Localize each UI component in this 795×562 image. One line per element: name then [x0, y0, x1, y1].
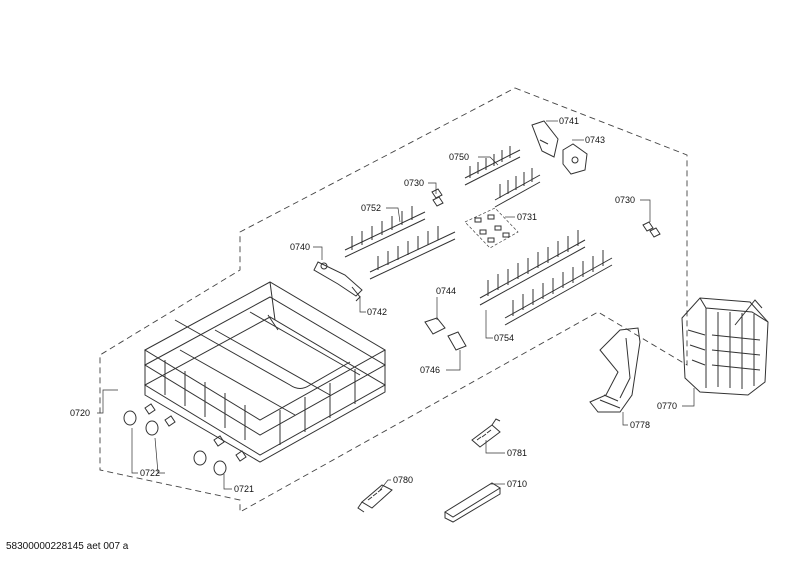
label-0721: 0721: [234, 484, 254, 494]
cutlery-basket-0770: [681, 297, 769, 396]
label-0781: 0781: [507, 448, 527, 458]
lower-basket: [143, 281, 387, 463]
clip-0730-right: [642, 221, 661, 238]
label-0730-right: 0730: [615, 195, 635, 205]
label-0770: 0770: [657, 401, 677, 411]
label-0746: 0746: [420, 365, 440, 375]
bracket-0740: [313, 261, 363, 302]
basket-wheels: [123, 403, 247, 476]
label-0743: 0743: [585, 135, 605, 145]
holder-0778: [589, 327, 641, 413]
clip-0744: [424, 317, 446, 335]
part-0781: [471, 418, 501, 448]
label-0742: 0742: [367, 307, 387, 317]
clip-0730-left: [431, 188, 444, 207]
clip-set-0731: [464, 207, 519, 249]
leader-lines: [97, 120, 695, 491]
label-0754: 0754: [494, 333, 514, 343]
label-0710: 0710: [507, 479, 527, 489]
part-0710: [444, 482, 501, 523]
label-0730-left: 0730: [404, 178, 424, 188]
label-0731: 0731: [517, 212, 537, 222]
label-0778: 0778: [630, 420, 650, 430]
tine-row-0750: [464, 146, 541, 208]
tine-row-0754: [479, 230, 613, 326]
drawing-reference: 58300000228145 aet 007 a: [6, 541, 129, 552]
label-0744: 0744: [436, 286, 456, 296]
label-0752: 0752: [361, 203, 381, 213]
label-0720: 0720: [70, 408, 90, 418]
assembly-boundary: [99, 87, 688, 513]
label-0741: 0741: [559, 116, 579, 126]
bracket-0741: [531, 120, 559, 158]
clip-0746: [447, 331, 467, 351]
label-0740: 0740: [290, 242, 310, 252]
tine-row-0752: [344, 206, 456, 280]
label-0750: 0750: [449, 152, 469, 162]
part-labels: 0741 0743 0750 0730 0731 0730 0752 0740 …: [70, 116, 677, 494]
part-0780: [357, 484, 393, 513]
label-0780: 0780: [393, 475, 413, 485]
label-0722: 0722: [140, 468, 160, 478]
bracket-0743: [562, 143, 588, 175]
